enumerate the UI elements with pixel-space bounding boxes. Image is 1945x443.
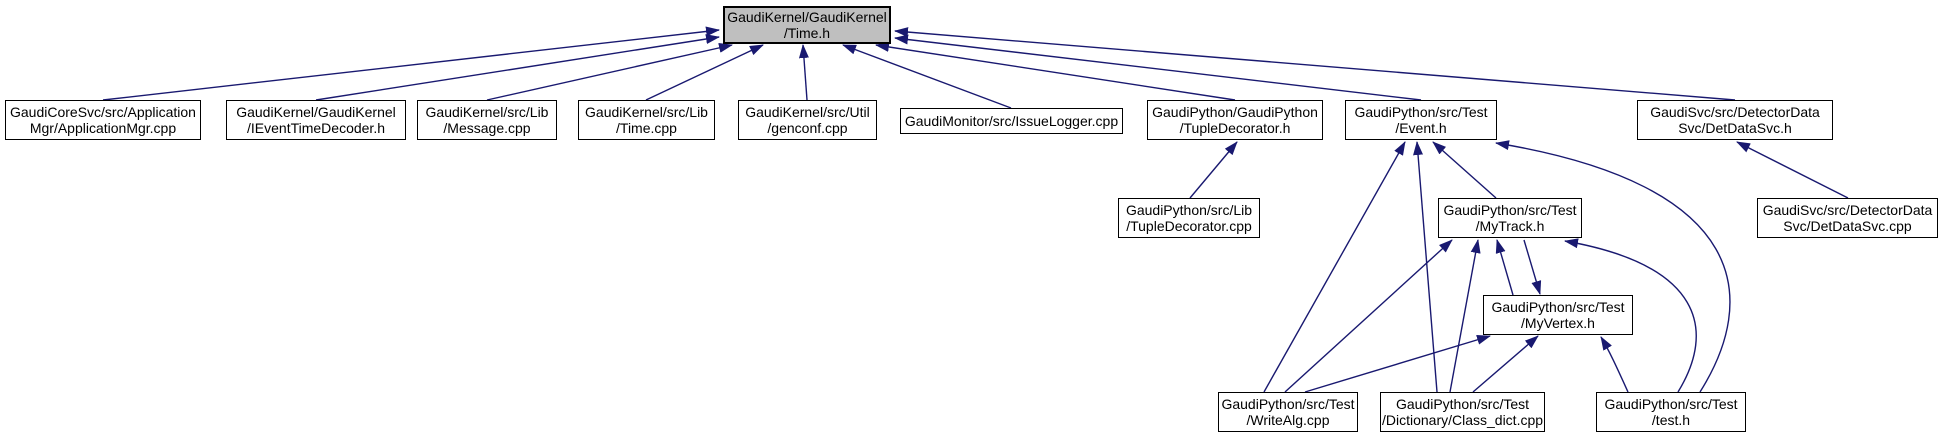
node-det-data-svc-h[interactable]: GaudiSvc/src/DetectorData Svc/DetDataSvc… [1637, 100, 1833, 140]
node-tuple-decorator-cpp[interactable]: GaudiPython/src/Lib /TupleDecorator.cpp [1118, 198, 1260, 238]
node-write-alg-cpp[interactable]: GaudiPython/src/Test /WriteAlg.cpp [1218, 392, 1358, 432]
node-label-line2: /Event.h [1395, 120, 1447, 136]
node-class-dict-cpp[interactable]: GaudiPython/src/Test /Dictionary/Class_d… [1380, 392, 1545, 432]
node-label-line2: /genconf.cpp [767, 120, 848, 136]
node-issue-logger-cpp[interactable]: GaudiMonitor/src/IssueLogger.cpp [900, 108, 1123, 134]
node-label-line1: GaudiPython/src/Test [1221, 396, 1355, 412]
node-label-line2: Svc/DetDataSvc.cpp [1783, 218, 1912, 234]
node-ievent-time-decoder-h[interactable]: GaudiKernel/GaudiKernel /IEventTimeDecod… [226, 100, 406, 140]
node-label-line1: GaudiKernel/src/Lib [425, 104, 549, 120]
node-label-line2: /Dictionary/Class_dict.cpp [1381, 412, 1544, 428]
node-label-line1: GaudiPython/src/Test [1604, 396, 1738, 412]
node-my-vertex-h[interactable]: GaudiPython/src/Test /MyVertex.h [1483, 295, 1633, 335]
node-genconf-cpp[interactable]: GaudiKernel/src/Util /genconf.cpp [738, 100, 877, 140]
node-label-line1: GaudiPython/src/Lib [1125, 202, 1253, 218]
node-label-line1: GaudiCoreSvc/src/Application [10, 104, 196, 120]
node-application-mgr-cpp[interactable]: GaudiCoreSvc/src/Application Mgr/Applica… [5, 100, 201, 140]
node-label-line1: GaudiMonitor/src/IssueLogger.cpp [904, 113, 1119, 129]
node-label-line2: Mgr/ApplicationMgr.cpp [29, 120, 177, 136]
node-label-line2: /Time.cpp [616, 120, 677, 136]
node-label-line1: GaudiKernel/GaudiKernel [727, 9, 887, 25]
node-label-line2: /TupleDecorator.h [1179, 120, 1291, 136]
node-label-line2: /Message.cpp [443, 120, 531, 136]
node-label-line2: /TupleDecorator.cpp [1126, 218, 1252, 234]
node-label-line1: GaudiPython/GaudiPython [1152, 104, 1318, 120]
node-tuple-decorator-h[interactable]: GaudiPython/GaudiPython /TupleDecorator.… [1147, 100, 1323, 140]
node-label-line2: Svc/DetDataSvc.h [1678, 120, 1792, 136]
node-label-line1: GaudiSvc/src/DetectorData [1650, 104, 1820, 120]
node-time-cpp[interactable]: GaudiKernel/src/Lib /Time.cpp [578, 100, 715, 140]
node-det-data-svc-cpp[interactable]: GaudiSvc/src/DetectorData Svc/DetDataSvc… [1757, 198, 1938, 238]
node-label-line2: /IEventTimeDecoder.h [247, 120, 385, 136]
node-my-track-h[interactable]: GaudiPython/src/Test /MyTrack.h [1438, 198, 1582, 238]
node-label-line1: GaudiKernel/GaudiKernel [236, 104, 396, 120]
node-label-line1: GaudiPython/src/Test [1491, 299, 1625, 315]
node-label-line2: /MyVertex.h [1521, 315, 1595, 331]
node-label-line1: GaudiSvc/src/DetectorData [1762, 202, 1933, 218]
node-label-line2: /MyTrack.h [1475, 218, 1545, 234]
node-label-line1: GaudiPython/src/Test [1443, 202, 1577, 218]
node-label-line2: /WriteAlg.cpp [1246, 412, 1330, 428]
node-label-line1: GaudiPython/src/Test [1354, 104, 1488, 120]
node-label-line1: GaudiKernel/src/Lib [585, 104, 708, 120]
node-label-line2: /Time.h [783, 25, 831, 41]
node-event-h[interactable]: GaudiPython/src/Test /Event.h [1345, 100, 1497, 140]
node-message-cpp[interactable]: GaudiKernel/src/Lib /Message.cpp [417, 100, 557, 140]
node-test-h[interactable]: GaudiPython/src/Test /test.h [1596, 392, 1746, 432]
node-label-line1: GaudiKernel/src/Util [745, 104, 870, 120]
node-label-line2: /test.h [1651, 412, 1691, 428]
node-label-line1: GaudiPython/src/Test [1395, 396, 1530, 412]
node-time-h[interactable]: GaudiKernel/GaudiKernel /Time.h [723, 6, 891, 44]
